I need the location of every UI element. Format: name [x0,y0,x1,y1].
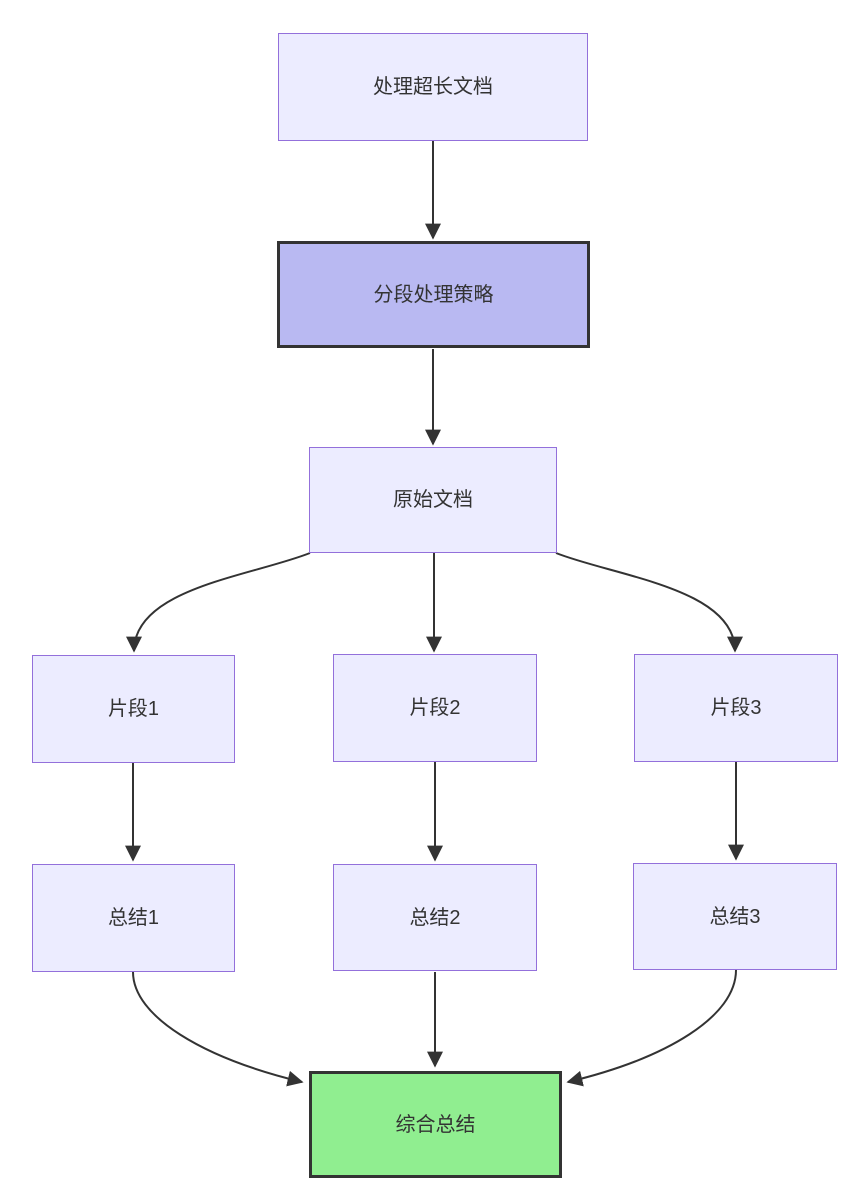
node-sum3-label: 总结3 [709,905,761,928]
node-strategy-label: 分段处理策略 [373,283,494,306]
edge-sum1-final [132,971,304,1087]
node-sum2: 总结2 [333,864,537,971]
node-sum3: 总结3 [633,863,837,970]
node-seg2: 片段2 [333,654,537,762]
node-seg3-label: 片段3 [710,697,762,719]
node-seg3: 片段3 [634,654,838,762]
edge-sum3-final [566,969,737,1087]
node-original: 原始文档 [309,447,557,553]
node-original-label: 原始文档 [393,489,473,511]
edge-original-seg1 [126,552,311,653]
node-doc: 处理超长文档 [278,33,588,141]
node-seg2-label: 片段2 [409,697,461,719]
node-sum2-label: 总结2 [409,906,461,929]
node-seg1: 片段1 [32,655,235,763]
node-seg1-label: 片段1 [107,698,160,720]
node-doc-label: 处理超长文档 [373,76,493,98]
node-sum1: 总结1 [32,864,235,972]
node-sum1-label: 总结1 [107,907,160,929]
edge-original-seg3 [555,552,743,653]
node-strategy: 分段处理策略 [277,241,590,348]
node-final-label: 综合总结 [395,1113,476,1136]
node-final: 综合总结 [309,1071,562,1178]
